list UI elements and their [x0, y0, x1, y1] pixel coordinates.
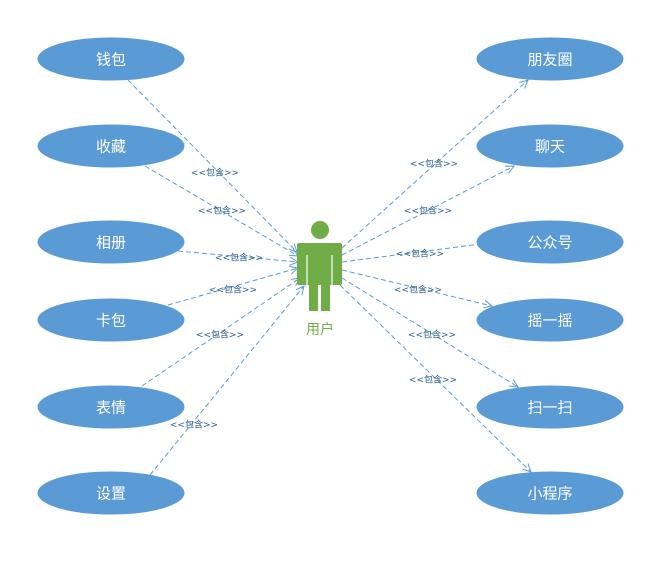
usecase-scan[interactable]: 扫一扫 [476, 385, 624, 429]
usecase-ellipse[interactable] [476, 298, 624, 342]
include-line [127, 79, 298, 253]
usecase-label: 表情 [96, 399, 126, 417]
usecase-label: 收藏 [96, 138, 126, 156]
include-label: <<包含>> [410, 158, 458, 170]
include-line [339, 284, 532, 473]
include-edge-moments: <<包含>> [341, 79, 529, 249]
usecase-official-accounts[interactable]: 公众号 [476, 220, 624, 264]
usecase-ellipse[interactable] [37, 385, 185, 429]
include-label: <<包含>> [196, 329, 244, 341]
usecase-ellipse[interactable] [476, 124, 624, 168]
arrowhead-icon [522, 463, 532, 473]
include-edge-scan: <<包含>> [341, 277, 519, 388]
usecase-label: 相册 [96, 234, 126, 252]
include-line [341, 165, 515, 256]
include-edge-cards: <<包含>> [167, 265, 300, 306]
usecase-ellipse[interactable] [476, 220, 624, 264]
arrowhead-icon [519, 79, 529, 89]
usecase-label: 小程序 [527, 485, 572, 503]
include-label: <<包含>> [209, 284, 257, 296]
include-line [341, 241, 497, 263]
include-label: <<包含>> [198, 205, 246, 217]
include-line [144, 165, 299, 257]
usecase-mini-programs[interactable]: 小程序 [476, 471, 624, 515]
include-label: <<包含>> [396, 248, 444, 260]
include-line [177, 250, 299, 263]
usecase-ellipse[interactable] [37, 220, 185, 264]
include-label: <<包含>> [409, 374, 457, 386]
arrowhead-icon [295, 285, 305, 295]
include-edge-settings: <<包含>> [149, 285, 305, 476]
include-line [341, 79, 529, 249]
include-label: <<包含>> [394, 284, 442, 296]
include-edge-mini-programs: <<包含>> [339, 284, 532, 473]
include-line [167, 267, 299, 306]
usecase-ellipse[interactable] [37, 471, 185, 515]
arrowhead-icon [504, 165, 516, 174]
usecase-label: 聊天 [535, 138, 565, 156]
usecase-cards[interactable]: 卡包 [37, 298, 185, 342]
usecase-ellipse[interactable] [37, 37, 185, 81]
usecase-stickers[interactable]: 表情 [37, 385, 185, 429]
usecase-label: 卡包 [96, 312, 126, 330]
usecase-label: 朋友圈 [527, 51, 572, 69]
usecase-shake[interactable]: 摇一摇 [476, 298, 624, 342]
actor-label: 用户 [306, 321, 334, 338]
include-line [341, 277, 519, 388]
usecase-ellipse[interactable] [37, 298, 185, 342]
include-edge-chat: <<包含>> [341, 165, 516, 256]
include-label: <<包含>> [170, 419, 218, 431]
user-actor-icon [297, 221, 342, 311]
usecase-wallet[interactable]: 钱包 [37, 37, 185, 81]
include-line [341, 269, 493, 307]
usecase-ellipse[interactable] [476, 471, 624, 515]
edge-layer: <<包含>> <<包含>> <<包含>> <<包含>> <<包含>> <<包含>> <<包含… [127, 79, 532, 476]
usecase-album[interactable]: 相册 [37, 220, 185, 264]
include-label: <<包含>> [404, 205, 452, 217]
arrowhead-icon [508, 379, 519, 388]
usecase-label: 设置 [96, 485, 126, 503]
usecase-chat[interactable]: 聊天 [476, 124, 624, 168]
arrowhead-icon [483, 299, 494, 309]
include-edge-album: <<包含>> [177, 250, 300, 266]
usecase-favorites[interactable]: 收藏 [37, 124, 185, 168]
usecase-label: 摇一摇 [527, 312, 572, 330]
include-edge-wallet: <<包含>> [127, 79, 298, 253]
usecase-ellipse[interactable] [37, 124, 185, 168]
usecase-ellipse[interactable] [476, 385, 624, 429]
usecase-label: 扫一扫 [527, 399, 572, 417]
include-edge-favorites: <<包含>> [144, 165, 299, 257]
usecase-settings[interactable]: 设置 [37, 471, 185, 515]
include-label: <<包含>> [191, 167, 239, 179]
actor-user[interactable]: 用户 [297, 221, 342, 338]
usecase-label: 钱包 [96, 51, 126, 69]
include-edge-shake: <<包含>> [341, 269, 494, 309]
include-line [149, 285, 305, 476]
arrowhead-icon [289, 265, 300, 275]
usecase-ellipse[interactable] [476, 37, 624, 81]
include-label: <<包含>> [408, 329, 456, 341]
include-label: <<包含>> [215, 252, 263, 264]
usecase-moments[interactable]: 朋友圈 [476, 37, 624, 81]
usecase-label: 公众号 [527, 234, 572, 252]
